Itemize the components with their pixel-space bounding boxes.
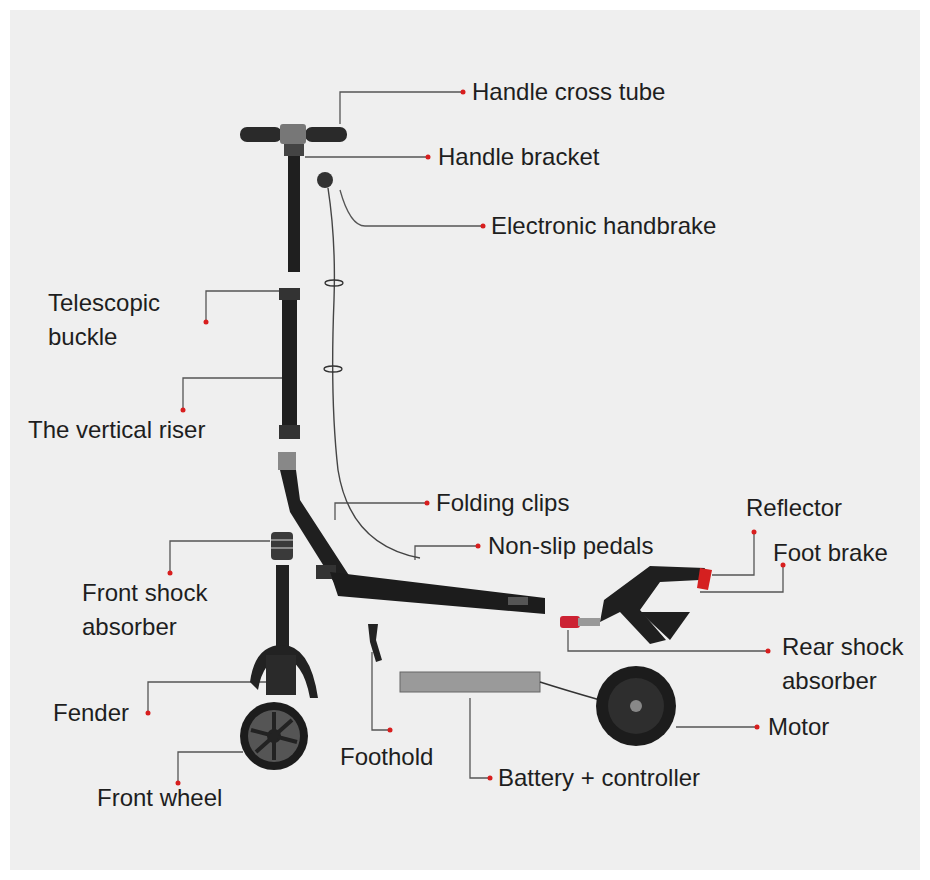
part-label: Front wheel (97, 784, 222, 812)
part-label: Reflector (746, 494, 842, 522)
part-label: Foot brake (773, 539, 888, 567)
part-label: Non-slip pedals (488, 532, 653, 560)
part-label: Fender (53, 699, 129, 727)
part-label: Foothold (340, 743, 433, 771)
part-label: The vertical riser (28, 416, 205, 444)
part-label: Folding clips (436, 489, 569, 517)
part-label: Telescopic buckle (48, 286, 198, 354)
part-label: Handle bracket (438, 143, 599, 171)
part-label: Electronic handbrake (491, 212, 716, 240)
part-label: Battery + controller (498, 764, 700, 792)
part-label: Front shock absorber (82, 576, 257, 644)
part-label: Rear shock absorber (782, 630, 922, 698)
leader-lines (148, 92, 783, 783)
part-label: Handle cross tube (472, 78, 665, 106)
part-label: Motor (768, 713, 829, 741)
leader-dots (146, 90, 786, 786)
